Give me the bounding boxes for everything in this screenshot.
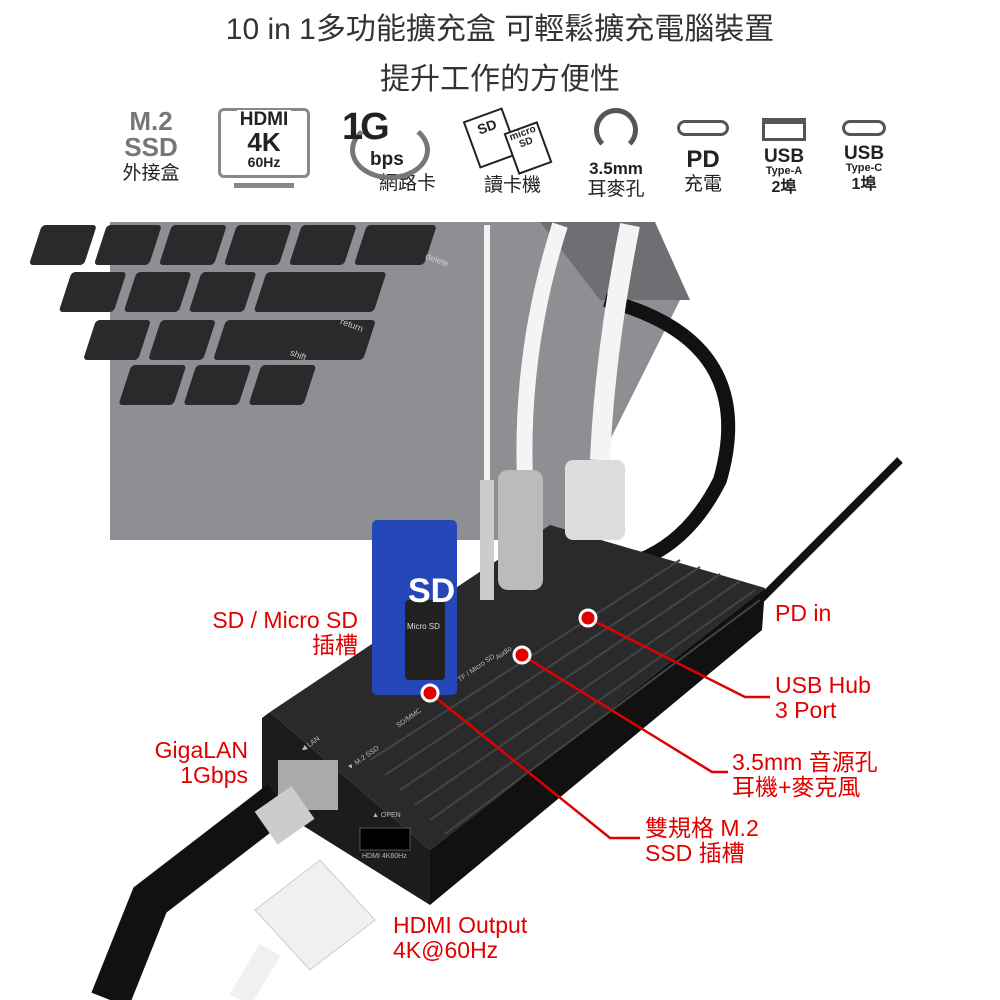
feature-text: 4K — [247, 127, 281, 157]
feature-pd: PD 充電 — [675, 108, 731, 194]
lan-plug — [254, 785, 315, 845]
hdmi-monitor-icon: HDMI 4K 60Hz — [218, 108, 310, 178]
callout-usb-hub: USB Hub 3 Port — [775, 673, 871, 723]
callout-hdmi: HDMI Output 4K@60Hz — [393, 913, 527, 963]
callout-pd-in: PD in — [775, 600, 832, 626]
callout-dots — [420, 608, 598, 703]
audio-plug — [480, 480, 494, 600]
feature-audio: 3.5mm 耳麥孔 — [580, 108, 652, 199]
usb-a-plug — [565, 460, 625, 540]
feature-m2-ssd: M.2 SSD 外接盒 — [115, 108, 187, 183]
feature-usb-a: USB Type-A 2埠 — [756, 108, 812, 196]
usb-c-cable — [516, 222, 568, 481]
sd-card-label: SD — [408, 572, 456, 610]
feature-text: Type-A — [765, 165, 803, 177]
micro-sd-label: Micro SD — [407, 622, 440, 631]
feature-caption: 讀卡機 — [483, 175, 541, 196]
usb-c-port-icon — [677, 120, 729, 136]
feature-usb-c: USB Type-C 1埠 — [836, 108, 892, 193]
callout-text: 耳機+麥克風 — [732, 774, 861, 800]
feature-text: 60Hz — [247, 154, 281, 170]
headline: 10 in 1多功能擴充盒 可輕鬆擴充電腦裝置 — [225, 13, 775, 46]
open-label: ▲ OPEN — [372, 812, 401, 819]
monitor-stand — [234, 183, 294, 188]
feature-text: SSD — [124, 132, 178, 162]
keyboard-keys — [29, 225, 436, 405]
usb-a-cable — [590, 223, 640, 461]
feature-caption: 外接盒 — [122, 163, 180, 184]
feature-text: M.2 — [129, 106, 173, 136]
feature-text: PD — [686, 146, 720, 173]
feature-caption: 充電 — [683, 174, 722, 195]
callout-text: SSD 插槽 — [645, 840, 745, 866]
feature-text: 3.5mm — [589, 159, 643, 178]
feature-text: HDMI — [236, 110, 292, 129]
micro-sd-card — [405, 600, 445, 680]
callout-sd-slot: SD / Micro SD 插槽 — [150, 608, 358, 658]
lan-cable — [91, 784, 293, 1000]
callout-text: SD / Micro SD — [212, 607, 358, 633]
callout-lines — [429, 616, 770, 840]
callout-text: GigaLAN — [154, 737, 248, 763]
callout-text: 3.5mm 音源孔 — [732, 749, 878, 775]
pd-cable-out — [757, 457, 903, 603]
subheadline: 提升工作的方便性 — [380, 63, 620, 96]
hdmi-port-label: HDMI 4K60Hz — [362, 853, 407, 860]
callout-text: 雙規格 M.2 — [645, 815, 759, 841]
feature-card-reader: SD micro SD 讀卡機 — [462, 107, 560, 196]
callout-text: 插槽 — [312, 632, 358, 658]
feature-text: bps — [370, 149, 404, 170]
hub-side — [430, 588, 765, 905]
callout-text: HDMI Output — [393, 912, 528, 938]
callout-text: USB Hub — [775, 672, 871, 698]
feature-caption: 1埠 — [851, 176, 877, 193]
feature-text: USB — [843, 143, 885, 164]
feature-network: 1G bps 網路卡 — [340, 108, 445, 193]
feature-hdmi: HDMI 4K 60Hz — [218, 108, 310, 193]
network-icon: 1G bps — [340, 106, 445, 180]
feature-text: USB — [763, 146, 805, 167]
pd-cable — [603, 293, 736, 567]
hdmi-cable — [229, 943, 281, 1000]
hdmi-port — [359, 827, 411, 851]
usb-c-port-icon — [842, 120, 886, 136]
usb-c-plug — [498, 470, 543, 590]
callout-text: 1Gbps — [180, 762, 248, 788]
callout-lan: GigaLAN 1Gbps — [100, 738, 248, 788]
feature-caption: 2埠 — [771, 179, 797, 196]
callout-m2-ssd: 雙規格 M.2 SSD 插槽 — [645, 816, 759, 866]
callout-text: 4K@60Hz — [393, 937, 499, 963]
feature-text: 1G — [342, 106, 390, 148]
callout-text: 3 Port — [775, 697, 837, 723]
usb-a-port-icon — [762, 118, 806, 141]
callout-audio: 3.5mm 音源孔 耳機+麥克風 — [732, 750, 878, 800]
feature-caption: 耳麥孔 — [587, 179, 645, 200]
hdmi-plug — [254, 859, 376, 971]
feature-text: Type-C — [845, 162, 883, 174]
headset-icon — [594, 108, 638, 152]
